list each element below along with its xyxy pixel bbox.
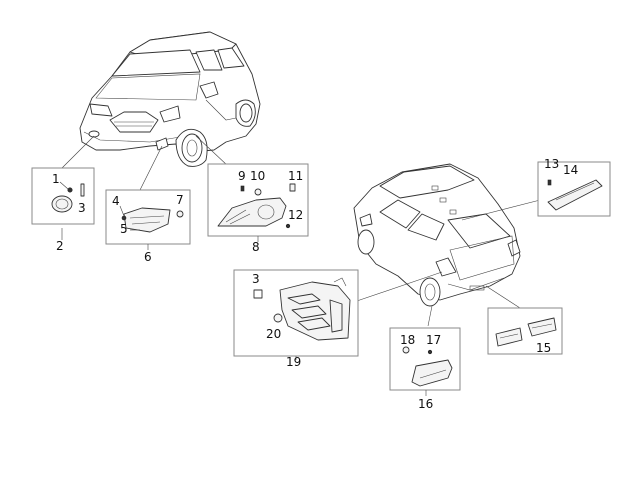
label-11: 11 [288,169,303,183]
label-14: 14 [563,163,578,177]
leader-6 [139,145,163,191]
leader-15 [485,285,521,309]
label-16: 16 [418,397,433,411]
high-stop-lamp-group-box [537,161,611,217]
label-3-rear: 3 [252,272,260,286]
label-4: 4 [112,194,120,208]
license-plate-lamp-group-box [487,307,563,355]
headlamp-group-box [207,163,309,242]
label-18: 18 [400,333,415,347]
daytime-lamp-group-box [105,189,191,250]
leader-8 [195,135,229,167]
rear-fog-lamp-group-box [389,327,461,396]
label-10: 10 [250,169,265,183]
fog-lamp-group-box [31,167,95,240]
leader-14 [461,197,549,221]
label-9: 9 [238,169,246,183]
label-3-front: 3 [78,201,86,215]
label-5: 5 [120,222,128,236]
tail-lamp-group-box [233,269,359,360]
leader-1 [61,135,95,169]
label-1: 1 [52,172,60,186]
rear-car-illustration [353,163,521,307]
label-13: 13 [544,157,559,171]
front-car-illustration [79,31,261,167]
label-12: 12 [288,208,303,222]
label-2: 2 [56,239,64,253]
label-7: 7 [176,193,184,207]
label-15: 15 [536,341,551,355]
label-8: 8 [252,240,260,254]
label-17: 17 [426,333,441,347]
label-19: 19 [286,355,301,369]
label-20: 20 [266,327,281,341]
leader-19 [347,271,443,305]
leader-16 [427,305,433,327]
label-6: 6 [144,250,152,264]
